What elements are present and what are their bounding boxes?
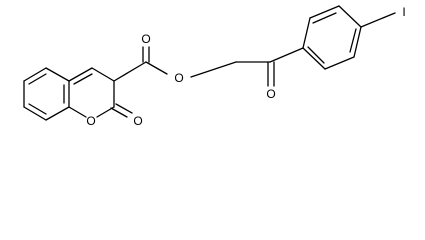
bond [269,47,304,63]
ester-bridge-oxygen-label: O [174,71,183,85]
iodophenyl-ring [269,5,396,70]
lactone-carbonyl-oxygen-label: O [133,114,142,128]
bond [68,67,93,82]
bond [68,106,87,118]
double-bond [349,28,357,53]
bond [45,106,70,121]
chemical-structure-diagram: I O O O O O [23,5,406,128]
atom-labels: I O O O O O [86,5,405,128]
ring-oxygen-label: O [86,114,95,128]
bond [324,56,355,70]
bond [302,17,311,49]
bond [113,61,147,82]
iodine-label: I [402,5,405,19]
ester-linker [113,46,275,87]
bond [45,67,70,82]
bond [360,12,396,28]
bond [23,106,47,121]
double-bond [28,73,47,85]
double-bond [115,103,133,114]
bond [338,5,362,28]
double-bond [110,107,128,118]
double-bond [28,103,47,115]
pyranone-ring [68,67,133,118]
bond [91,67,115,82]
double-bond [73,73,93,85]
double-bond [307,46,325,64]
benzo-ring [23,67,70,121]
bond [302,47,326,70]
bond [353,26,362,58]
ketone-oxygen-label: O [266,87,275,101]
bond [190,61,237,78]
ester-carbonyl-oxygen-label: O [141,32,150,46]
bond [145,61,168,75]
bond [309,5,340,19]
bond [23,67,47,82]
double-bond [312,12,337,24]
